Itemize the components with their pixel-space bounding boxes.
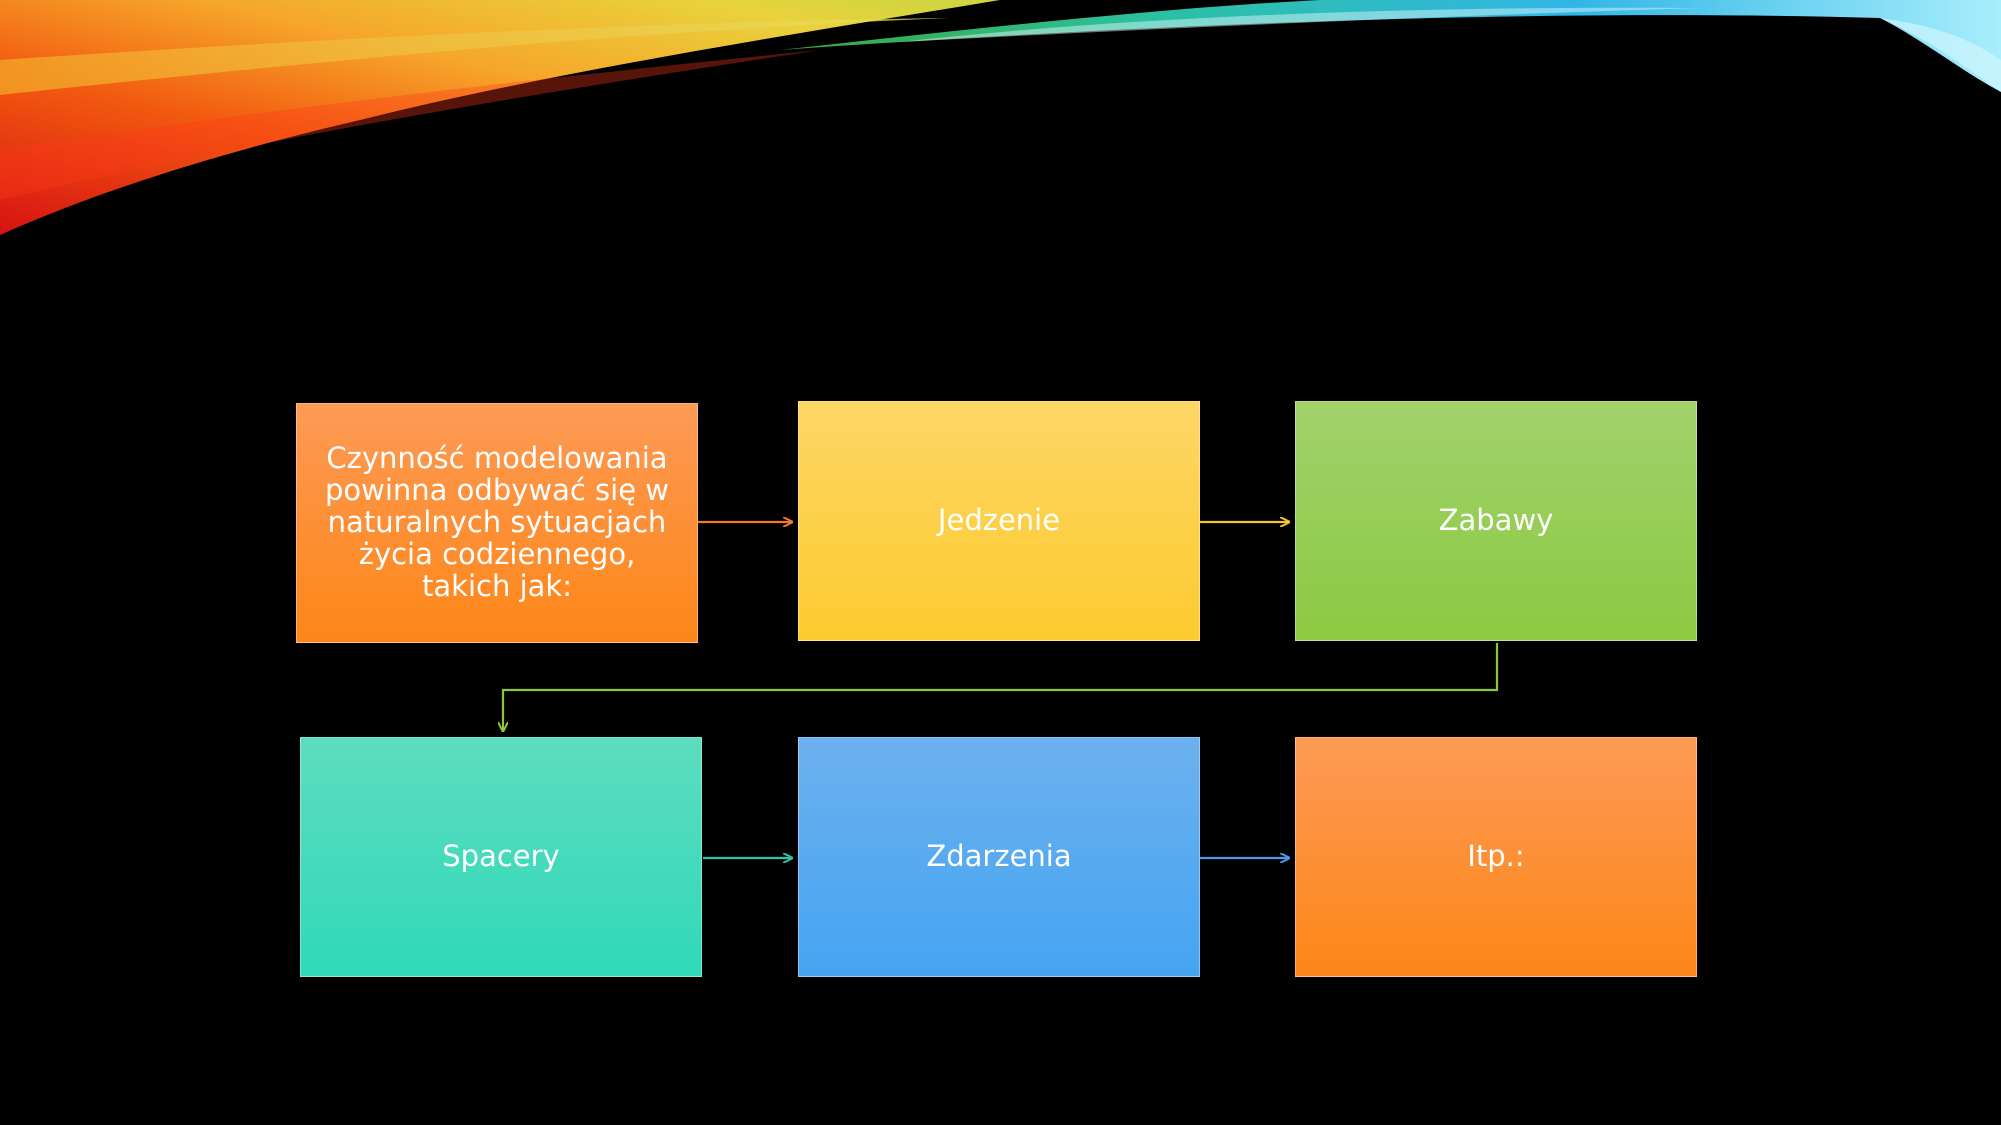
node-label: Czynność modelowania powinna odbywać się…: [325, 441, 669, 603]
node-label: Jedzenie: [937, 503, 1061, 538]
decorative-ribbon: [0, 0, 2001, 235]
node-walks: Spacery: [300, 737, 702, 977]
node-games: Zabawy: [1295, 401, 1697, 641]
node-etc: Itp.:: [1295, 737, 1697, 977]
node-label: Zabawy: [1438, 503, 1554, 538]
node-events: Zdarzenia: [798, 737, 1200, 977]
connector-n3-n4: [503, 643, 1499, 731]
node-label: Spacery: [442, 839, 560, 874]
node-label: Zdarzenia: [926, 839, 1072, 874]
node-label: Itp.:: [1467, 839, 1525, 874]
node-modeling-activity: Czynność modelowania powinna odbywać się…: [296, 403, 698, 643]
node-eating: Jedzenie: [798, 401, 1200, 641]
